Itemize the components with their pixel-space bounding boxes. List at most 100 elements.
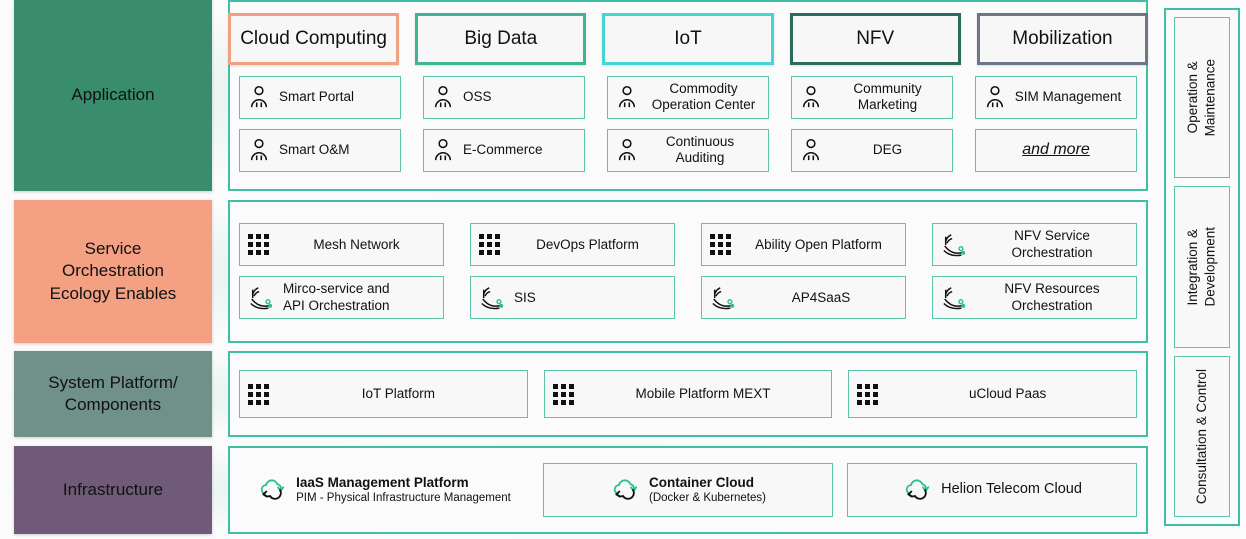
person-icon — [250, 86, 268, 108]
platform-item-ucloud-paas[interactable]: uCloud Paas — [848, 370, 1137, 419]
swoosh-icon — [943, 287, 966, 310]
service-item-ability-open-platform[interactable]: Ability Open Platform — [701, 223, 906, 267]
infra-item-label: Container Cloud — [649, 474, 755, 490]
dots-grid-icon — [479, 234, 500, 256]
app-item-smart-portal[interactable]: Smart Portal — [239, 75, 401, 119]
service-item-mesh-network[interactable]: Mesh Network — [239, 223, 444, 267]
swoosh-icon — [250, 287, 273, 310]
dots-grid-icon — [248, 383, 269, 405]
application-item-grid: Smart Portal OSS — [239, 75, 1137, 172]
cloud-icon — [905, 479, 930, 500]
service-item-label: AP4SaaS — [791, 289, 851, 305]
service-item-label: NFV Resources Orchestration — [1004, 281, 1100, 313]
service-item-label: DevOps Platform — [536, 236, 639, 252]
infra-item-label: IaaS Management Platform — [296, 474, 469, 490]
service-item-microservice-api-orchestration[interactable]: Mirco-service and API Orchestration — [239, 276, 444, 320]
service-item-ap4saas[interactable]: AP4SaaS — [701, 276, 906, 320]
tag-mobilization[interactable]: Mobilization — [976, 13, 1149, 65]
layer-row-infrastructure: Infrastructure IaaS Management Platform — [0, 441, 1156, 539]
person-icon — [250, 139, 268, 161]
infra-item-text-block: IaaS Management Platform PIM - Physical … — [296, 475, 511, 505]
app-item-label: Community Marketing — [853, 80, 922, 113]
layer-row-service-orchestration: Service Orchestration Ecology Enables Me… — [0, 195, 1156, 348]
tag-label: Mobilization — [1012, 28, 1113, 49]
tag-big-data[interactable]: Big Data — [415, 13, 587, 65]
platform-item-iot-platform[interactable]: IoT Platform — [239, 370, 528, 419]
app-item-continuous-auditing[interactable]: Continuous Auditing — [607, 128, 769, 172]
technology-tag-strip: Cloud Computing Big Data IoT NFV Mobiliz… — [228, 13, 1149, 65]
cloud-icon — [260, 479, 285, 500]
app-item-commodity-operation-center[interactable]: Commodity Operation Center — [607, 75, 769, 119]
infra-item-iaas-management-platform[interactable]: IaaS Management Platform PIM - Physical … — [239, 463, 529, 517]
layer-stack: Application Smart Portal — [0, 0, 1156, 539]
person-icon — [802, 86, 820, 108]
layer-label-text: Infrastructure — [62, 479, 164, 499]
cloud-icon — [613, 479, 638, 500]
app-item-label: Commodity Operation Center — [651, 80, 756, 113]
rail-item-integration-development[interactable]: Integration & Development — [1174, 186, 1230, 348]
service-rail: Operation & Maintenance Integration & De… — [1164, 8, 1240, 526]
dots-grid-icon — [248, 234, 269, 256]
rail-item-operation-maintenance[interactable]: Operation & Maintenance — [1174, 17, 1230, 179]
app-item-e-commerce[interactable]: E-Commerce — [423, 128, 585, 172]
tag-label: Cloud Computing — [240, 28, 387, 49]
infra-item-label: Helion Telecom Cloud — [941, 481, 1082, 498]
service-item-sis[interactable]: SIS — [470, 276, 675, 320]
service-item-nfv-service-orchestration[interactable]: NFV Service Orchestration — [932, 223, 1137, 267]
app-item-oss[interactable]: OSS — [423, 75, 585, 119]
rail-item-consultation-control[interactable]: Consultation & Control — [1174, 355, 1230, 517]
app-item-label: Continuous Auditing — [665, 133, 735, 166]
infrastructure-item-grid: IaaS Management Platform PIM - Physical … — [239, 463, 1137, 518]
service-item-label: Mesh Network — [313, 236, 400, 252]
tag-label: IoT — [674, 28, 702, 49]
service-item-grid: Mesh Network DevOps Platform Ability Ope… — [239, 223, 1137, 320]
layer-label-application: Application — [14, 0, 212, 192]
swoosh-icon — [712, 287, 735, 310]
layer-row-system-platform: System Platform/ Components IoT Platform… — [0, 346, 1156, 443]
app-item-deg[interactable]: DEG — [791, 128, 953, 172]
rail-item-label: Integration & Development — [1185, 227, 1218, 307]
service-item-label: NFV Service Orchestration — [1011, 228, 1093, 260]
rail-item-label: Operation & Maintenance — [1185, 59, 1218, 137]
swoosh-icon — [943, 234, 966, 257]
service-item-label: SIS — [514, 289, 536, 305]
platform-item-grid: IoT Platform Mobile Platform MEXT uCloud… — [239, 370, 1137, 419]
tag-iot[interactable]: IoT — [602, 13, 774, 65]
platform-item-mobile-platform-mext[interactable]: Mobile Platform MEXT — [543, 370, 833, 419]
person-icon — [802, 139, 820, 161]
layer-body-service-orchestration: Mesh Network DevOps Platform Ability Ope… — [228, 200, 1148, 343]
layer-label-system-platform: System Platform/ Components — [14, 351, 212, 438]
layer-body-infrastructure: IaaS Management Platform PIM - Physical … — [228, 446, 1148, 534]
app-item-sim-management[interactable]: SIM Management — [975, 75, 1137, 119]
person-icon — [618, 139, 636, 161]
person-icon — [434, 139, 452, 161]
app-item-label: Smart Portal — [279, 88, 355, 104]
app-item-smart-om[interactable]: Smart O&M — [239, 128, 401, 172]
app-item-label: SIM Management — [1014, 88, 1122, 104]
infra-item-sublabel: (Docker & Kubernetes) — [649, 492, 766, 505]
dots-grid-icon — [552, 383, 574, 405]
app-item-label: and more — [1022, 141, 1090, 159]
infra-item-text-block: Container Cloud (Docker & Kubernetes) — [649, 475, 766, 505]
app-item-label: E-Commerce — [463, 141, 543, 157]
infra-item-helion-telecom-cloud[interactable]: Helion Telecom Cloud — [847, 463, 1137, 518]
infra-item-sublabel: PIM - Physical Infrastructure Management — [296, 492, 511, 505]
tag-nfv[interactable]: NFV — [789, 13, 961, 65]
layer-label-text: Service Orchestration Ecology Enables — [49, 238, 177, 303]
tag-label: Big Data — [464, 28, 538, 49]
layer-body-system-platform: IoT Platform Mobile Platform MEXT uCloud… — [228, 351, 1148, 438]
service-item-label: Ability Open Platform — [755, 236, 882, 252]
rail-item-label: Consultation & Control — [1194, 368, 1210, 504]
service-item-nfv-resources-orchestration[interactable]: NFV Resources Orchestration — [932, 276, 1137, 320]
platform-item-label: IoT Platform — [361, 386, 435, 402]
app-item-and-more[interactable]: and more — [975, 128, 1137, 172]
service-item-devops-platform[interactable]: DevOps Platform — [470, 223, 675, 267]
tag-cloud-computing[interactable]: Cloud Computing — [228, 13, 400, 65]
app-item-label: OSS — [463, 88, 492, 104]
platform-item-label: uCloud Paas — [969, 386, 1047, 402]
tag-label: NFV — [856, 28, 895, 49]
infra-item-container-cloud[interactable]: Container Cloud (Docker & Kubernetes) — [543, 463, 833, 518]
app-item-label: Smart O&M — [279, 141, 350, 157]
app-item-community-marketing[interactable]: Community Marketing — [791, 75, 953, 119]
person-icon — [434, 86, 452, 108]
